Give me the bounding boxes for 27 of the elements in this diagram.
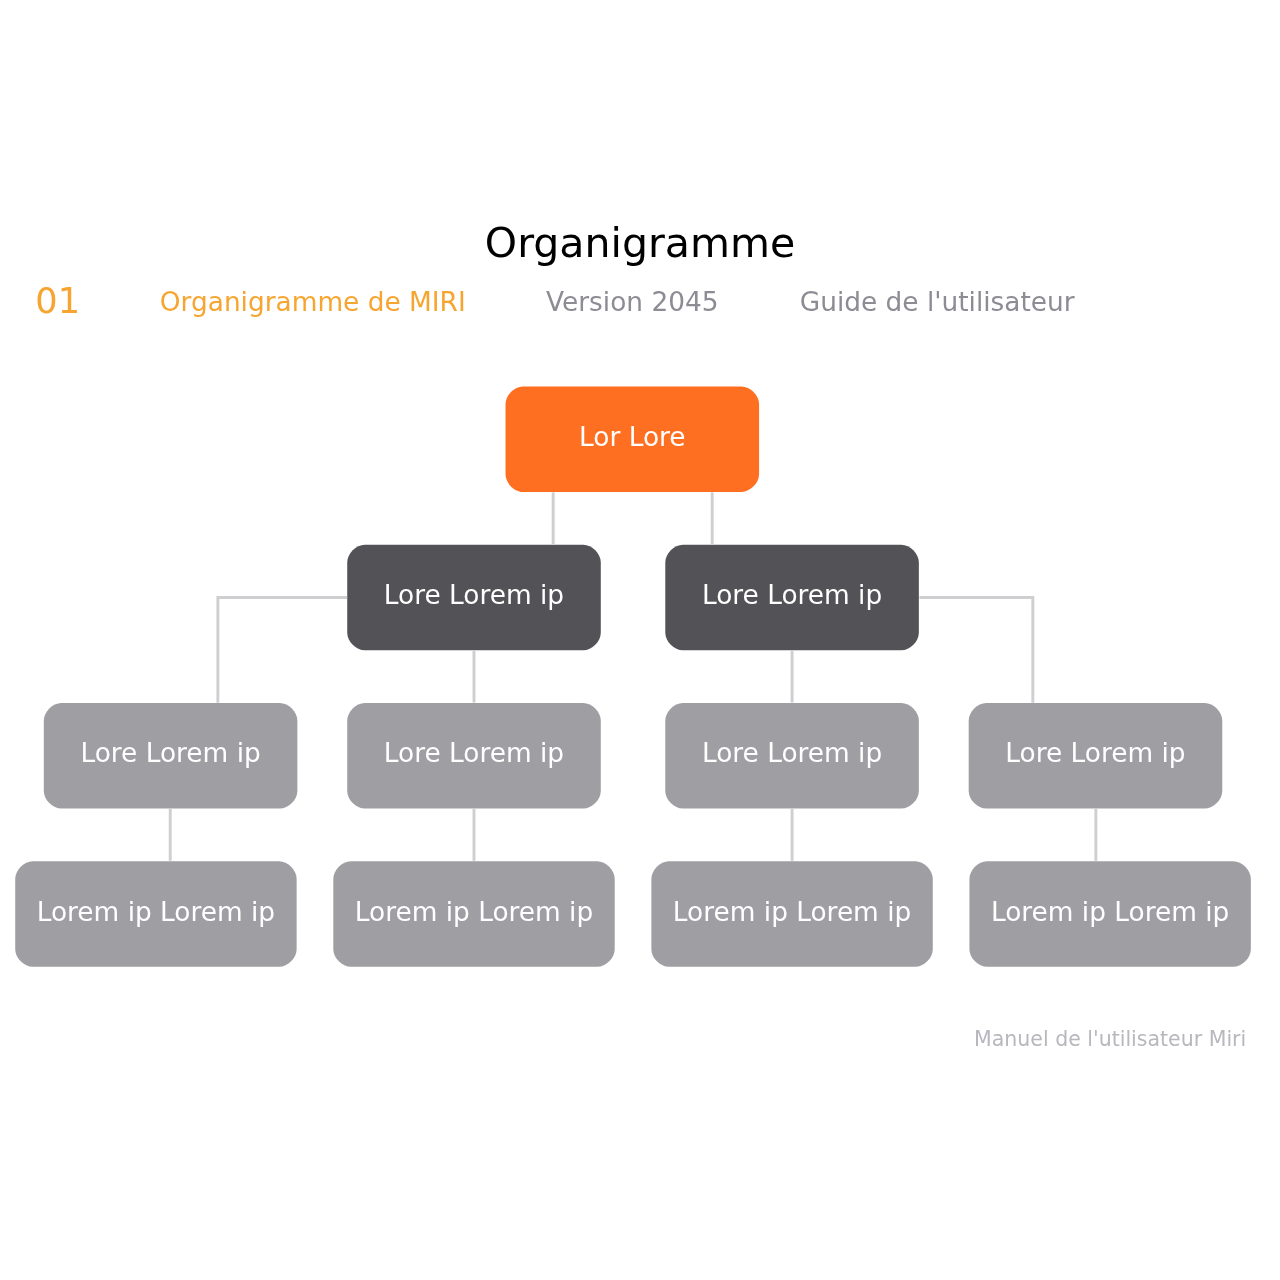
connector <box>1094 808 1098 861</box>
label: Organigramme de MIRI <box>159 286 466 317</box>
diagram-title: Organigramme <box>484 218 796 267</box>
connector <box>710 492 714 545</box>
label: 01 <box>35 280 81 322</box>
node-box: Lorem ip Lorem ip <box>651 861 933 967</box>
connector <box>472 808 476 861</box>
node-box: Lorem ip Lorem ip <box>969 861 1251 967</box>
node-box: Lore Lorem ip <box>43 703 298 809</box>
node-box: Lorem ip Lorem ip <box>15 861 297 967</box>
label: Version 2045 <box>546 286 719 317</box>
connector <box>790 650 794 703</box>
node-box: Lorem ip Lorem ip <box>333 861 615 967</box>
connector <box>472 650 476 703</box>
label: Manuel de l'utilisateur Miri <box>974 1027 1247 1052</box>
connector <box>919 596 1035 703</box>
connector <box>216 596 348 703</box>
connector <box>168 808 172 861</box>
label: Guide de l'utilisateur <box>799 286 1075 317</box>
node-box: Lore Lorem ip <box>665 703 919 809</box>
node-box: Lore Lorem ip <box>968 703 1223 809</box>
node-box: Lore Lorem ip <box>347 544 601 651</box>
node-box: Lore Lorem ip <box>665 544 919 651</box>
node-box: Lore Lorem ip <box>347 703 601 809</box>
node-box: Lor Lore <box>505 386 760 492</box>
connector <box>790 808 794 861</box>
connector <box>551 492 555 545</box>
